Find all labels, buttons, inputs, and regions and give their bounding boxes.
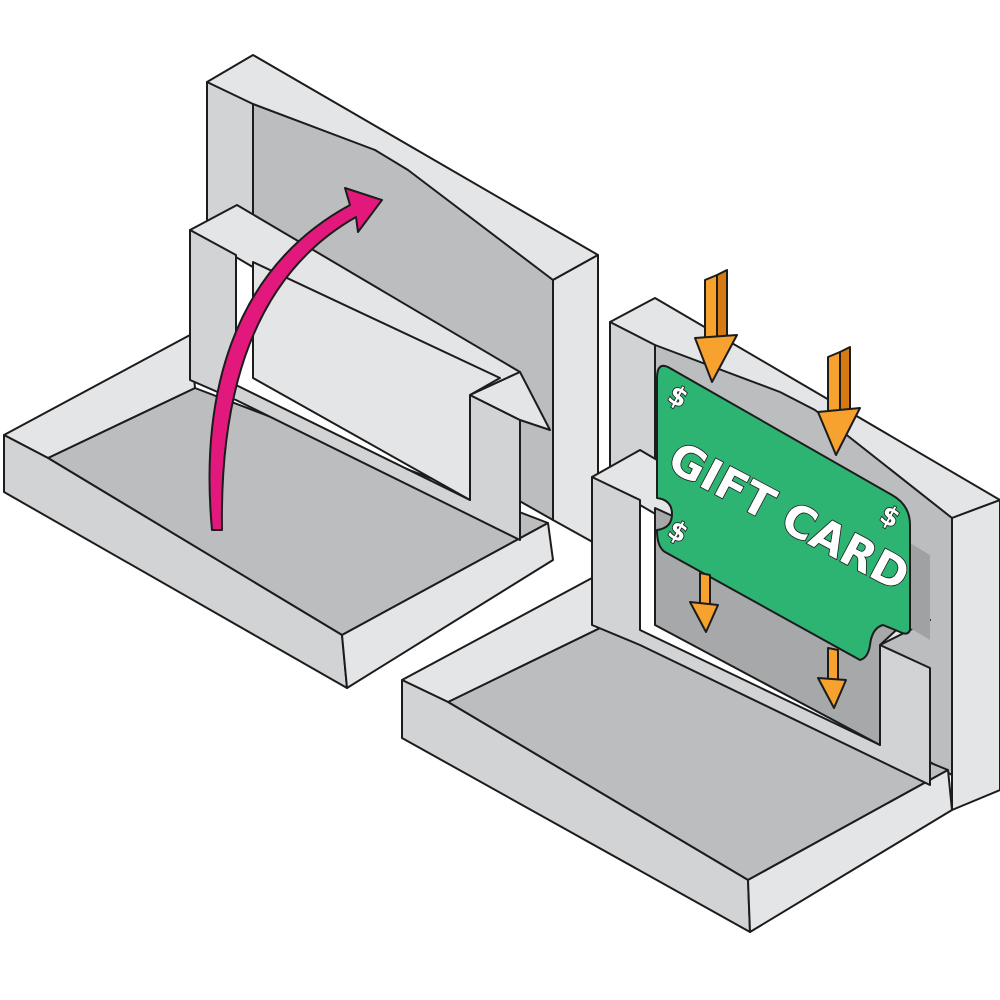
right-insert-front: [591, 476, 931, 786]
left-box: [3, 54, 599, 689]
right-back-wall-right-edge: [951, 499, 1000, 811]
left-insert-window: [252, 261, 501, 501]
curved-arrow-up-icon: [208, 187, 383, 531]
right-box: GIFT CARD $ $ $: [401, 269, 1000, 933]
gift-card-body: [656, 364, 911, 661]
arrow-down-icon-top-left: [694, 269, 738, 383]
arrow-down-icon-bottom-right: [817, 647, 847, 709]
left-tray-right-rim: [341, 522, 554, 689]
card-shadow: [905, 540, 930, 640]
right-tray-right-rim: [747, 769, 953, 933]
right-back-wall-left-edge: [609, 321, 656, 471]
arrow-down-icon-bottom-left: [689, 572, 719, 633]
left-insert-tab: [469, 371, 551, 431]
arrow-down-icon-top-right: [817, 346, 861, 456]
